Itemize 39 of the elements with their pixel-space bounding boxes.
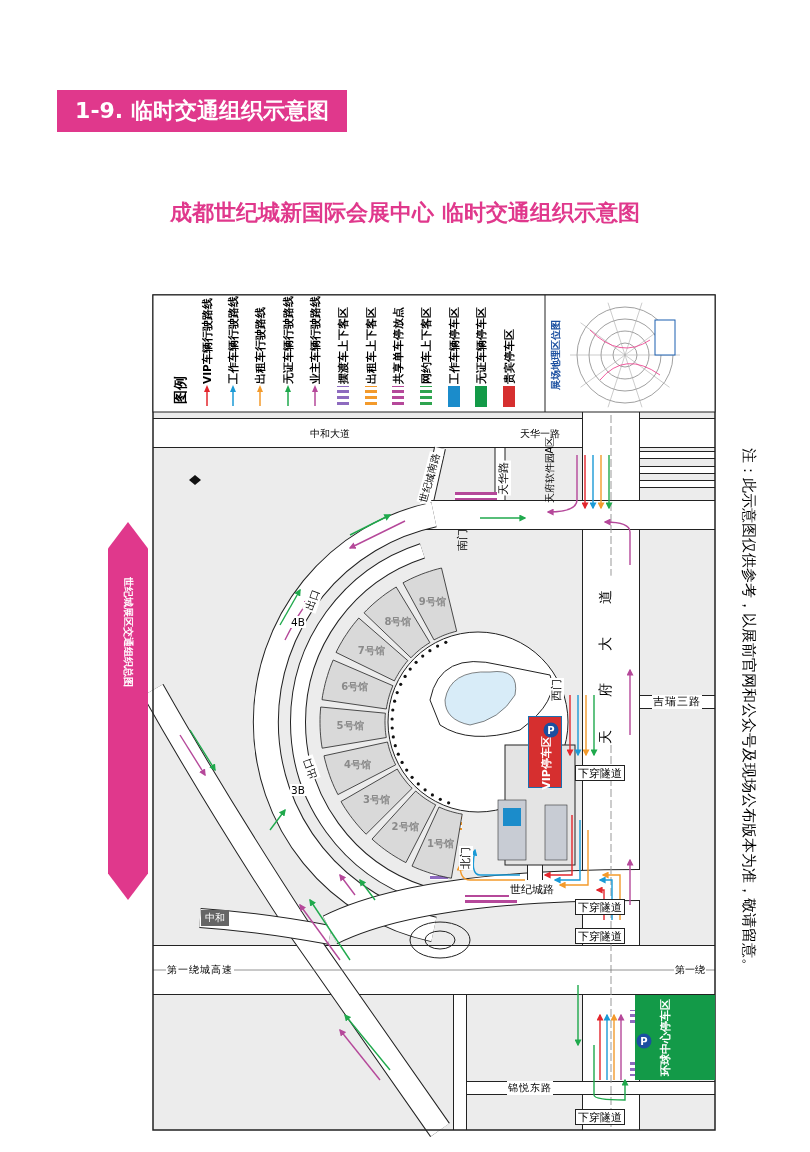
- road-name: 世纪城路: [509, 883, 555, 897]
- legend-label: 摆渡车上下客区: [336, 306, 350, 384]
- tunnel-sign: 下穿隧道: [575, 1109, 625, 1125]
- gate-label: 西门: [550, 678, 564, 702]
- road-name: 吉瑞三路: [652, 695, 702, 709]
- road-name: 第一绕: [674, 963, 706, 977]
- exhibition-hall: 6号馆: [321, 659, 393, 709]
- legend-label: 无证车辆停车区: [474, 306, 488, 384]
- road-sign: 中和: [201, 910, 229, 926]
- title-banner: 1-9. 临时交通组织示意图: [57, 90, 347, 132]
- road-name: 天 府 大 道: [597, 575, 615, 745]
- road-name: 天华路: [497, 460, 511, 496]
- road-name: 锦悦东路: [507, 1081, 553, 1095]
- legend-label: 共享单车停放点: [391, 306, 405, 384]
- legend-heading: 图例: [172, 376, 189, 404]
- tunnel-sign: 下穿隧道: [575, 765, 625, 781]
- tunnel-sign: 下穿隧道: [575, 928, 625, 944]
- road-name: 中和大道: [309, 427, 351, 441]
- legend-label: 贵宾停车区: [502, 328, 516, 384]
- gate-label: 北门: [459, 846, 473, 870]
- side-banner: 世纪城展区交通组织总图: [108, 522, 148, 900]
- road-name: 第一绕城高速: [166, 963, 234, 977]
- legend-label: VIP车辆行驶路线: [200, 298, 214, 384]
- exit-label: 3B: [290, 784, 306, 796]
- legend-label: 业主车辆行驶路线: [308, 298, 322, 384]
- legend-label: 出租车上下客区: [364, 306, 378, 384]
- note: 注：此示意图仅供参考，以展前官网和公众号及现场公布版本为准，敬请留意。: [738, 447, 758, 973]
- legend-label: 工作车辆行驶路线: [226, 298, 240, 384]
- legend-label: 无证车辆行驶路线: [281, 298, 295, 384]
- legend-label: 工作车辆停车区: [447, 306, 461, 384]
- subtitle: 成都世纪城新国际会展中心 临时交通组织示意图: [169, 199, 641, 227]
- exit-label: 4B: [290, 616, 306, 628]
- gate-label: 南门: [456, 529, 469, 551]
- legend-label: 出租车行驶路线: [253, 306, 267, 384]
- inset-title: 展场地理区位图: [549, 320, 562, 390]
- exhibition-hall: 5号馆: [320, 706, 387, 749]
- legend-label: 网约车上下客区: [419, 306, 433, 384]
- tunnel-sign: 下穿隧道: [575, 899, 625, 915]
- exhibition-hall: 4号馆: [323, 741, 396, 795]
